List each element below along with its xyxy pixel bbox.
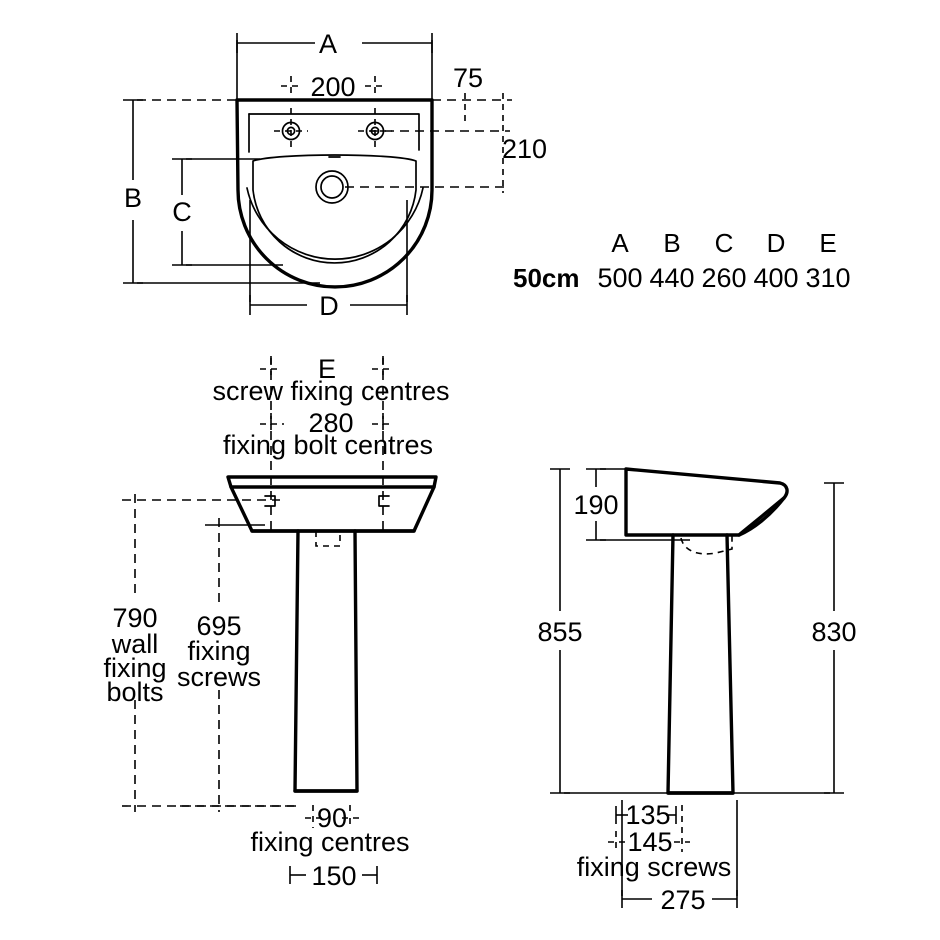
dim-210-label: 210 [502,134,547,164]
dim-E-screw-fixing-centres: E screw fixing centres [212,354,449,406]
dim-210-waste: 210 [345,125,547,193]
dim-135-value: 135 [625,800,670,830]
dim-830-value: 830 [811,617,856,647]
dim-D-label: D [319,291,339,321]
dim-275-value: 275 [660,885,705,915]
table-header-E: E [819,228,836,258]
dim-190-basin-depth: 190 [573,468,619,541]
side-trap-hidden-outline [680,536,733,555]
dim-695-value: 695 [196,611,241,641]
dim-280-label: 280 [308,408,353,438]
plan-view-group: A 200 75 [123,29,547,321]
table-value-C: 260 [701,263,746,293]
dim-790-wall-fixing-bolts: 790 wall fixing bolts [103,494,300,812]
dim-135-screw-front: 135 [615,800,677,830]
front-view-group: E screw fixing centres 280 fixing bolt c… [103,354,449,891]
dim-790-note-3: bolts [106,677,163,707]
dim-145-value: 145 [627,827,672,857]
waste-outlet-plan [315,170,349,204]
dim-145-note: fixing screws [577,852,732,882]
dim-190-value: 190 [573,490,618,520]
dim-90-value: 90 [317,803,347,833]
dim-200-label: 200 [310,72,355,102]
front-pedestal-column [293,529,359,793]
dim-695-note-2: screws [177,662,261,692]
dim-150-base-width: 150 [289,861,378,891]
dim-E-note: screw fixing centres [212,376,449,406]
dim-A-plan: A [236,29,433,59]
table-value-A: 500 [597,263,642,293]
dim-200-tap-centres: 200 [281,72,385,102]
front-fixing-bolt-left [264,495,276,507]
dim-790-note-1: wall [111,629,159,659]
basin-outline-plan [235,98,434,289]
dim-830-rim-height: 830 [811,482,857,794]
table-header-D: D [767,228,786,258]
side-basin-profile [624,467,789,537]
dim-B-label: B [124,183,142,213]
side-view-group: 190 855 830 [537,467,857,915]
front-fixing-bolt-right [378,495,390,507]
basin-back-shelf-plan [248,113,420,151]
dim-280-note: fixing bolt centres [223,430,433,460]
dim-A-label: A [319,29,337,59]
table-header-B: B [663,228,680,258]
dim-75-back-offset: 75 [432,63,512,125]
table-header-C: C [715,228,734,258]
dim-B-plan: B [123,99,143,284]
table-value-D: 400 [753,263,798,293]
dim-695-note-1: fixing [187,636,250,666]
table-row-size-label: 50cm [513,263,580,293]
dim-790-note-2: fixing [103,653,166,683]
front-basin-rim [226,475,438,489]
front-trap-hidden-outline [315,531,341,547]
basin-inner-rim-offset [246,187,424,260]
dim-790-value: 790 [112,603,157,633]
dim-E-letter-label: E [318,354,336,384]
side-pedestal-column [666,533,735,795]
tap-hole-left-centre-mark [274,108,308,148]
dim-150-value: 150 [311,861,356,891]
dim-C-plan: C [172,158,192,266]
dim-C-label: C [172,197,192,227]
dimension-table-group: A B C D E 50cm 500 440 260 400 310 [513,228,851,293]
dim-855-overall-height: 855 [537,468,583,794]
dim-90-note: fixing centres [250,827,409,857]
side-basin-front-curve [737,496,786,537]
table-header-A: A [611,228,629,258]
dim-280-bolt-centres: 280 fixing bolt centres [223,408,433,460]
dim-90-base-fixing-centres: 90 fixing centres [250,803,409,857]
table-value-E: 310 [805,263,850,293]
dim-855-value: 855 [537,617,582,647]
dim-695-fixing-screws: 695 fixing screws [177,518,300,812]
dim-D-plan: D [249,291,408,321]
dim-275-base-depth: 275 [621,885,738,915]
dim-145-fixing-screws: 145 fixing screws [577,805,732,882]
dim-75-label: 75 [453,63,483,93]
table-value-B: 440 [649,263,694,293]
